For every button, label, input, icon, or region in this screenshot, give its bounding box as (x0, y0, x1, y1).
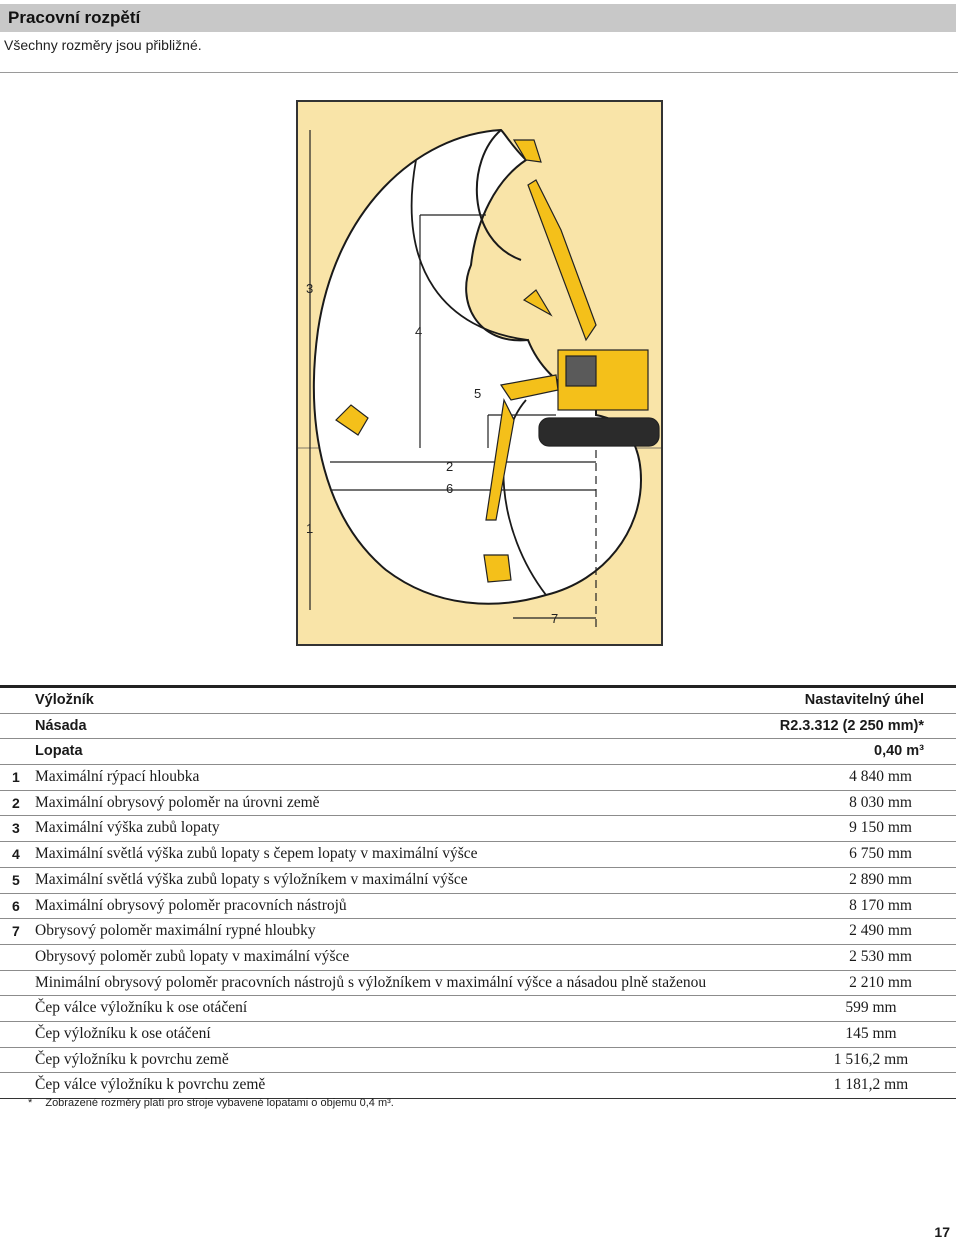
table-row: Minimální obrysový poloměr pracovních ná… (0, 971, 956, 997)
row-number: 3 (12, 820, 20, 837)
row-number: 7 (12, 923, 20, 940)
dim-label-7: 7 (551, 611, 558, 626)
inner-curve-3 (502, 399, 547, 596)
row-number: 5 (12, 871, 20, 888)
lower-boom (499, 374, 559, 401)
far-bucket (335, 404, 369, 436)
table-row: Čep výložníku k ose otáčení 145 mm (0, 1022, 956, 1048)
header-label: Výložník (35, 692, 94, 708)
row-label: Čep válce výložníku k povrchu země (35, 1076, 266, 1094)
header-value: R2.3.312 (2 250 mm)* (779, 717, 924, 734)
table-header-row: Lopata 0,40 m³ (0, 739, 956, 766)
inner-curve-2 (410, 159, 529, 341)
dim-label-5: 5 (474, 386, 481, 401)
row-label: Čep válce výložníku k ose otáčení (35, 999, 248, 1017)
table-row: Čep výložníku k povrchu země 1 516,2 mm (0, 1048, 956, 1074)
dim-label-1: 1 (306, 521, 313, 536)
dimension-lines (309, 130, 597, 630)
row-value: 9 150 mm (849, 819, 912, 837)
table-row: 2 Maximální obrysový poloměr na úrovni z… (0, 791, 956, 817)
row-value: 2 890 mm (849, 870, 912, 888)
row-label: Čep výložníku k ose otáčení (35, 1024, 211, 1042)
row-label: Obrysový poloměr maximální rypné hloubky (35, 922, 316, 940)
header-value: 0,40 m³ (874, 743, 924, 760)
table-row: 1 Maximální rýpací hloubka 4 840 mm (0, 765, 956, 791)
table-row: 5 Maximální světlá výška zubů lopaty s v… (0, 868, 956, 894)
row-label: Minimální obrysový poloměr pracovních ná… (35, 973, 707, 991)
row-value: 145 mm (845, 1024, 897, 1042)
row-label: Maximální světlá výška zubů lopaty s výl… (35, 870, 468, 888)
header-label: Lopata (35, 743, 83, 760)
dim-label-6: 6 (446, 481, 453, 496)
row-number: 4 (12, 846, 20, 863)
page-number: 17 (934, 1224, 950, 1240)
working-range-diagram: 3 4 5 2 6 1 7 (296, 100, 663, 646)
table-header-row: Násada R2.3.312 (2 250 mm)* (0, 714, 956, 740)
excavator (335, 139, 660, 583)
footnote-marker: * (28, 1097, 33, 1109)
spec-table: Výložník Nastavitelný úhel Násada R2.3.3… (0, 685, 956, 1099)
row-value: 2 490 mm (849, 922, 912, 940)
row-label: Maximální obrysový poloměr na úrovni zem… (35, 793, 320, 811)
lower-stick (485, 398, 515, 521)
upper-boom (527, 179, 597, 342)
row-label: Maximální světlá výška zubů lopaty s čep… (35, 845, 478, 863)
row-number: 6 (12, 897, 20, 914)
row-label: Maximální výška zubů lopaty (35, 819, 220, 837)
row-label: Maximální rýpací hloubka (35, 768, 200, 786)
dim-label-3: 3 (306, 281, 313, 296)
reach-envelope (312, 128, 643, 605)
table-header-row: Výložník Nastavitelný úhel (0, 688, 956, 714)
row-value: 1 516,2 mm (833, 1050, 909, 1068)
table-row: 6 Maximální obrysový poloměr pracovních … (0, 894, 956, 920)
table-row: 4 Maximální světlá výška zubů lopaty s č… (0, 842, 956, 868)
row-label: Obrysový poloměr zubů lopaty v maximální… (35, 947, 350, 965)
table-row: 3 Maximální výška zubů lopaty 9 150 mm (0, 816, 956, 843)
row-value: 1 181,2 mm (833, 1076, 909, 1094)
table-row: Čep válce výložníku k povrchu země 1 181… (0, 1073, 956, 1099)
header-bar (0, 4, 956, 32)
header-label: Násada (35, 717, 87, 734)
dim-label-4: 4 (415, 324, 422, 339)
header-value: Nastavitelný úhel (804, 692, 924, 708)
dim-label-2: 2 (446, 459, 453, 474)
upper-bucket (512, 139, 542, 163)
row-value: 8 170 mm (849, 896, 912, 914)
row-number: 2 (12, 794, 20, 811)
footnote-text: Zobrazené rozměry platí pro stroje vybav… (45, 1097, 394, 1109)
inner-curve-1 (475, 129, 522, 261)
table-row: Čep válce výložníku k ose otáčení 599 mm (0, 996, 956, 1022)
row-label: Čep výložníku k povrchu země (35, 1050, 229, 1068)
table-row: 7 Obrysový poloměr maximální rypné hloub… (0, 919, 956, 945)
row-label: Maximální obrysový poloměr pracovních ná… (35, 896, 347, 914)
excavator-tracks (538, 417, 660, 447)
row-value: 599 mm (845, 999, 897, 1017)
row-value: 2 210 mm (849, 973, 912, 991)
table-row: Obrysový poloměr zubů lopaty v maximální… (0, 945, 956, 971)
row-value: 8 030 mm (849, 793, 912, 811)
page-title: Pracovní rozpětí (8, 8, 141, 27)
lower-bucket (483, 554, 512, 583)
row-number: 1 (12, 769, 20, 786)
mid-bucket (522, 289, 553, 317)
cab-window (565, 355, 597, 387)
row-value: 2 530 mm (849, 947, 912, 965)
row-value: 6 750 mm (849, 845, 912, 863)
page-subtitle: Všechny rozměry jsou přibližné. (4, 37, 202, 53)
row-value: 4 840 mm (849, 768, 912, 786)
divider (0, 72, 958, 73)
footnote: * Zobrazené rozměry platí pro stroje vyb… (28, 1097, 394, 1109)
